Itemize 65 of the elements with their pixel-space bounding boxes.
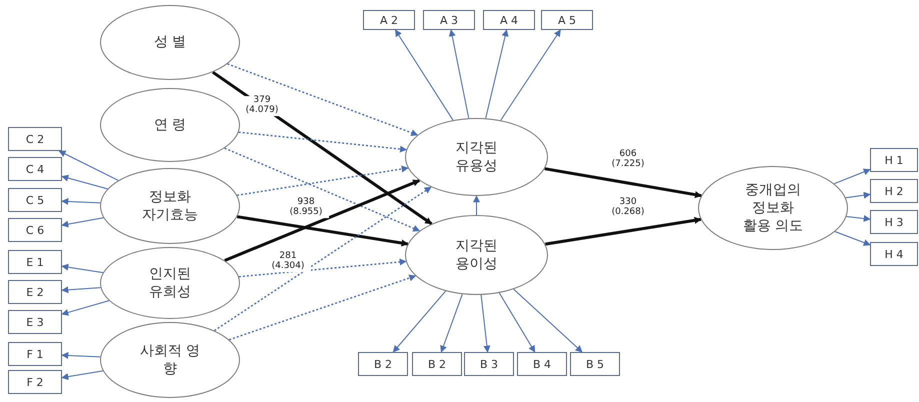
indicator-box: C 2 (8, 127, 62, 151)
arrow (236, 215, 408, 246)
dotted-arrow (237, 166, 409, 196)
indicator-box: C 4 (8, 157, 62, 181)
dotted-arrow (224, 148, 420, 232)
arrow (846, 215, 871, 222)
arrow (392, 290, 446, 353)
dotted-arrow (238, 132, 407, 153)
arrow (544, 167, 702, 198)
indicator-box: A 2 (363, 10, 415, 30)
construct-ellipse: 지각된 유용성 (405, 118, 548, 196)
construct-ellipse: 중개업의 정보화 활용 의도 (698, 166, 848, 250)
arrow (61, 370, 104, 380)
indicator-box: F 2 (8, 370, 62, 394)
indicator-box: H 3 (870, 210, 918, 234)
indicator-box: A 5 (541, 10, 593, 30)
indicator-box: B 5 (570, 352, 620, 376)
arrow (440, 294, 463, 353)
arrow (448, 29, 470, 119)
indicator-box: H 2 (870, 179, 918, 203)
dotted-arrow (214, 186, 432, 332)
arrow (61, 217, 104, 228)
arrow (485, 29, 509, 119)
arrow (61, 300, 110, 316)
arrow (61, 264, 104, 274)
construct-ellipse: 지각된 용이성 (405, 215, 548, 295)
arrow (224, 179, 420, 262)
indicator-box: C 5 (8, 188, 62, 212)
construct-ellipse: 연 령 (100, 88, 240, 162)
indicator-box: H 4 (870, 242, 918, 266)
dotted-arrow (227, 63, 418, 136)
indicator-box: H 1 (870, 148, 918, 172)
indicator-box: A 3 (423, 10, 475, 30)
indicator-box: C 6 (8, 218, 62, 242)
construct-ellipse: 사회적 영 향 (100, 322, 240, 398)
arrow (845, 192, 871, 199)
arrow (500, 29, 561, 121)
arrow (545, 216, 702, 246)
construct-ellipse: 인지된 유희성 (100, 247, 240, 319)
indicator-box: B 4 (517, 352, 567, 376)
arrow (498, 292, 536, 353)
arrow (212, 70, 432, 226)
arrow (61, 174, 108, 190)
arrow (834, 231, 871, 246)
dotted-arrow (228, 274, 416, 340)
arrow (61, 286, 102, 294)
arrow (473, 195, 480, 216)
construct-ellipse: 정보화 자기효능 (100, 168, 240, 244)
arrow (480, 294, 490, 353)
indicator-box: F 1 (8, 342, 62, 366)
arrow (834, 168, 871, 184)
arrow (61, 198, 101, 205)
indicator-box: A 4 (483, 10, 535, 30)
indicator-box: B 2 (358, 352, 408, 376)
indicator-box: E 3 (8, 310, 62, 334)
arrow (58, 150, 119, 181)
indicator-box: E 2 (8, 280, 62, 304)
indicator-box: E 1 (8, 250, 62, 274)
indicator-box: B 3 (464, 352, 514, 376)
dotted-arrow (238, 258, 407, 278)
construct-ellipse: 성 별 (100, 5, 240, 80)
arrow (61, 352, 101, 359)
indicator-box: B 2 (412, 352, 462, 376)
arrow (513, 288, 583, 352)
arrow (394, 29, 454, 121)
